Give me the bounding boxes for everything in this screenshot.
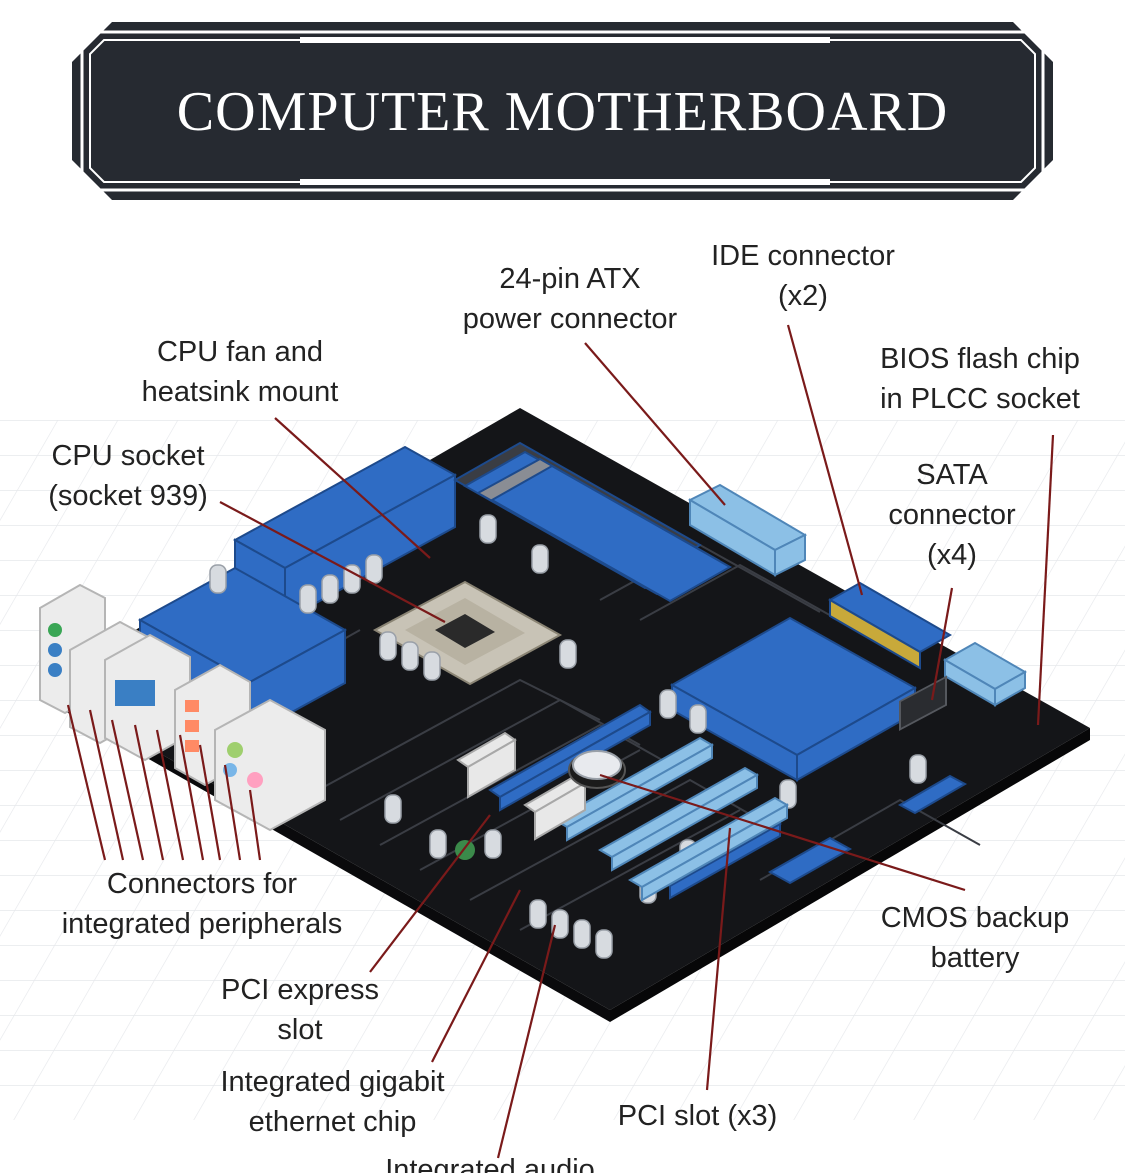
- leader-lines: [66, 324, 1055, 1159]
- title-banner: [72, 22, 1053, 200]
- ram-slots: [452, 441, 733, 603]
- pcb-edge: [610, 728, 1090, 1022]
- label-cpu-fan-mount: CPU fan and heatsink mount: [141, 336, 339, 408]
- label-cpu-socket: CPU socket (socket 939): [48, 440, 208, 512]
- label-ide-connector: IDE connector (x2): [711, 240, 895, 312]
- label-sata-connector: SATA connector (x4): [888, 459, 1016, 571]
- io-jacks: [48, 623, 263, 788]
- label-pci-slot: PCI slot (x3): [617, 1100, 778, 1132]
- cpu-socket: [372, 580, 563, 686]
- label-cmos-battery: CMOS backup battery: [880, 902, 1070, 974]
- label-integrated-audio: Integrated audio: [385, 1154, 595, 1173]
- sata-connectors: [942, 641, 1028, 707]
- page-title: COMPUTER MOTHERBOARD: [176, 81, 949, 143]
- atx-power-connector: [687, 483, 808, 577]
- usb-headers: [767, 774, 968, 885]
- label-atx-power-connector: 24-pin ATX power connector: [462, 263, 678, 335]
- label-bios-chip: BIOS flash chip in PLCC socket: [880, 343, 1080, 415]
- label-integrated-peripherals: Connectors for integrated peripherals: [61, 868, 343, 940]
- pci-express-x1-slots: [456, 731, 587, 841]
- pci-slots: [552, 736, 790, 902]
- cmos-battery: [568, 750, 626, 789]
- ide-connector: [827, 581, 953, 670]
- label-ethernet-chip: Integrated gigabit ethernet chip: [220, 1066, 445, 1138]
- label-pci-express-slot: PCI express slot: [221, 974, 379, 1046]
- banner-frame: [72, 22, 1053, 200]
